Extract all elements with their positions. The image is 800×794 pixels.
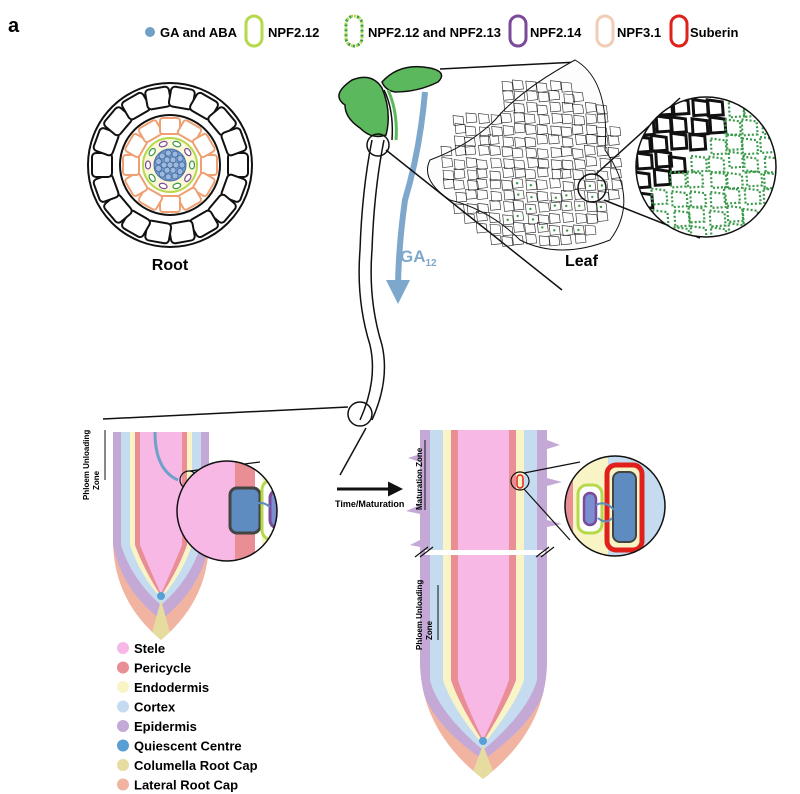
legend-ga-aba: GA and ABA — [160, 25, 238, 40]
purple-outline-cell-icon — [508, 14, 528, 48]
seedling-illustration: GA12 — [338, 65, 443, 427]
legend-npf212: NPF2.12 — [268, 25, 319, 40]
red-outline-cell-icon — [669, 14, 689, 48]
tissue-legend-label: Pericycle — [134, 661, 191, 676]
green-dotted-cell-icon — [344, 14, 364, 48]
tissue-swatch-icon — [117, 642, 129, 654]
root-tip-mature: Maturation Zone Phloem Unloading Zone — [406, 430, 666, 779]
ga12-arrow — [386, 91, 428, 304]
tissue-legend-label: Quiescent Centre — [134, 739, 242, 754]
tissue-swatch-icon — [117, 739, 129, 752]
ga12-label: GA12 — [400, 247, 437, 269]
tissue-legend-label: Lateral Root Cap — [134, 778, 238, 793]
legend-suberin: Suberin — [690, 25, 738, 40]
panel-letter: a — [8, 15, 20, 37]
tissue-swatch-icon — [117, 778, 129, 791]
blue-dot-icon — [145, 27, 155, 37]
tissue-swatch-icon — [117, 700, 129, 713]
legend-npf31: NPF3.1 — [617, 25, 661, 40]
top-legend: GA and ABA NPF2.12 NPF2.12 and NPF2.13 N… — [145, 14, 738, 48]
tissue-legend-label: Cortex — [134, 700, 176, 715]
tissue-swatch-icon — [117, 661, 129, 674]
maturation-zone-label: Maturation Zone — [415, 447, 424, 510]
root-cross-section: Root — [87, 82, 253, 274]
legend-npf214: NPF2.14 — [530, 25, 582, 40]
tissue-swatch-icon — [117, 759, 129, 771]
zoom-circle-hypocotyl — [366, 133, 390, 157]
legend-npf212-213: NPF2.12 and NPF2.13 — [368, 25, 501, 40]
tissue-legend-label: Endodermis — [134, 680, 209, 695]
lime-outline-cell-icon — [244, 14, 264, 48]
time-maturation-label: Time/Maturation — [335, 499, 404, 509]
tissue-legend-label: Stele — [134, 641, 165, 656]
leaf-section: Leaf — [385, 59, 777, 291]
root-tip-young: Phloem Unloading Zone — [82, 428, 278, 640]
tissue-swatch-icon — [117, 720, 129, 732]
tissue-swatch-icon — [117, 681, 129, 693]
leaf-label: Leaf — [565, 253, 599, 270]
tissue-legend-label: Epidermis — [134, 719, 197, 734]
time-maturation-arrow: Time/Maturation — [335, 481, 404, 509]
root-label: Root — [152, 257, 189, 274]
phloem-zone-left: Phloem Unloading Zone — [82, 428, 101, 500]
tissue-legend: StelePericycleEndodermisCortexEpidermisQ… — [117, 641, 258, 793]
zoom-circle-root-tip — [347, 401, 373, 427]
tissue-legend-label: Columella Root Cap — [134, 758, 258, 773]
phloem-zone-right: Phloem Unloading Zone — [415, 578, 434, 650]
peach-outline-cell-icon — [595, 14, 615, 48]
